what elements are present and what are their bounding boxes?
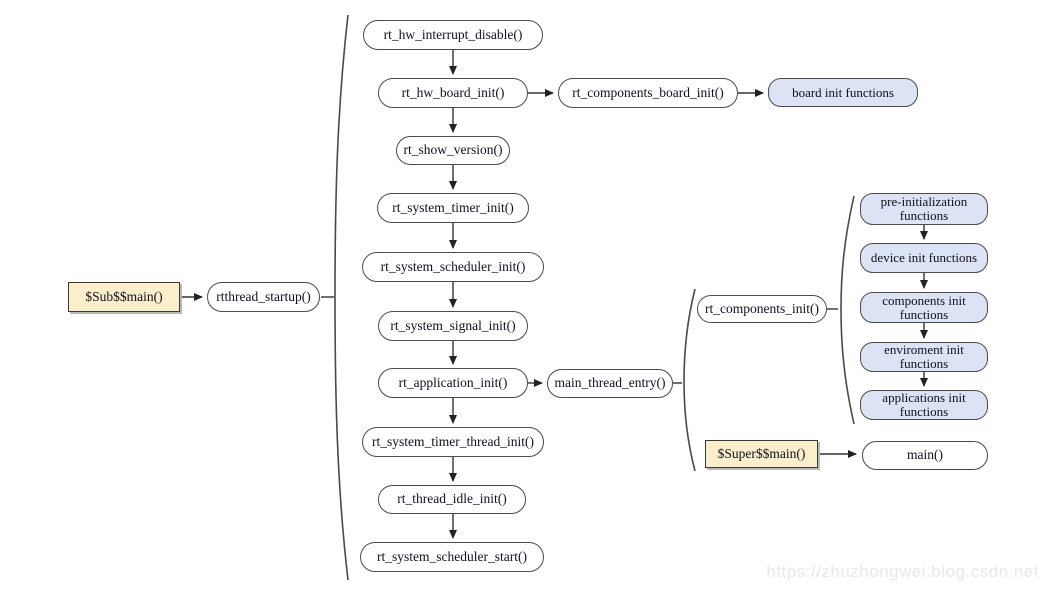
node-rt-hw-interrupt-disable: rt_hw_interrupt_disable()	[363, 20, 543, 50]
node-sub-main: $Sub$$main()	[68, 282, 180, 312]
node-rt-system-timer-thread-init: rt_system_timer_thread_init()	[362, 427, 544, 457]
node-rtthread-startup: rtthread_startup()	[207, 282, 320, 312]
node-rt-system-scheduler-start: rt_system_scheduler_start()	[360, 542, 544, 572]
node-applications-init-functions: applications init functions	[860, 390, 988, 420]
node-enviroment-init-functions: enviroment init functions	[860, 342, 988, 372]
watermark-url: https://zhuzhongwei.blog.csdn.net	[766, 562, 1039, 581]
node-main-thread-entry: main_thread_entry()	[547, 369, 673, 398]
node-main: main()	[862, 441, 988, 470]
node-pre-initialization-functions: pre-initialization functions	[860, 193, 988, 225]
node-rt-hw-board-init: rt_hw_board_init()	[378, 78, 528, 108]
node-board-init-functions: board init functions	[768, 78, 918, 107]
node-rt-components-board-init: rt_components_board_init()	[558, 78, 738, 108]
node-super-main: $Super$$main()	[705, 440, 818, 468]
node-components-init-functions: components init functions	[860, 292, 988, 323]
node-rt-thread-idle-init: rt_thread_idle_init()	[378, 485, 526, 514]
node-rt-system-timer-init: rt_system_timer_init()	[377, 193, 529, 223]
node-rt-system-signal-init: rt_system_signal_init()	[378, 311, 528, 341]
node-rt-application-init: rt_application_init()	[378, 368, 528, 398]
node-rt-components-init: rt_components_init()	[697, 295, 827, 323]
node-device-init-functions: device init functions	[860, 243, 988, 273]
node-rt-system-scheduler-init: rt_system_scheduler_init()	[362, 252, 544, 282]
node-rt-show-version: rt_show_version()	[396, 136, 510, 165]
